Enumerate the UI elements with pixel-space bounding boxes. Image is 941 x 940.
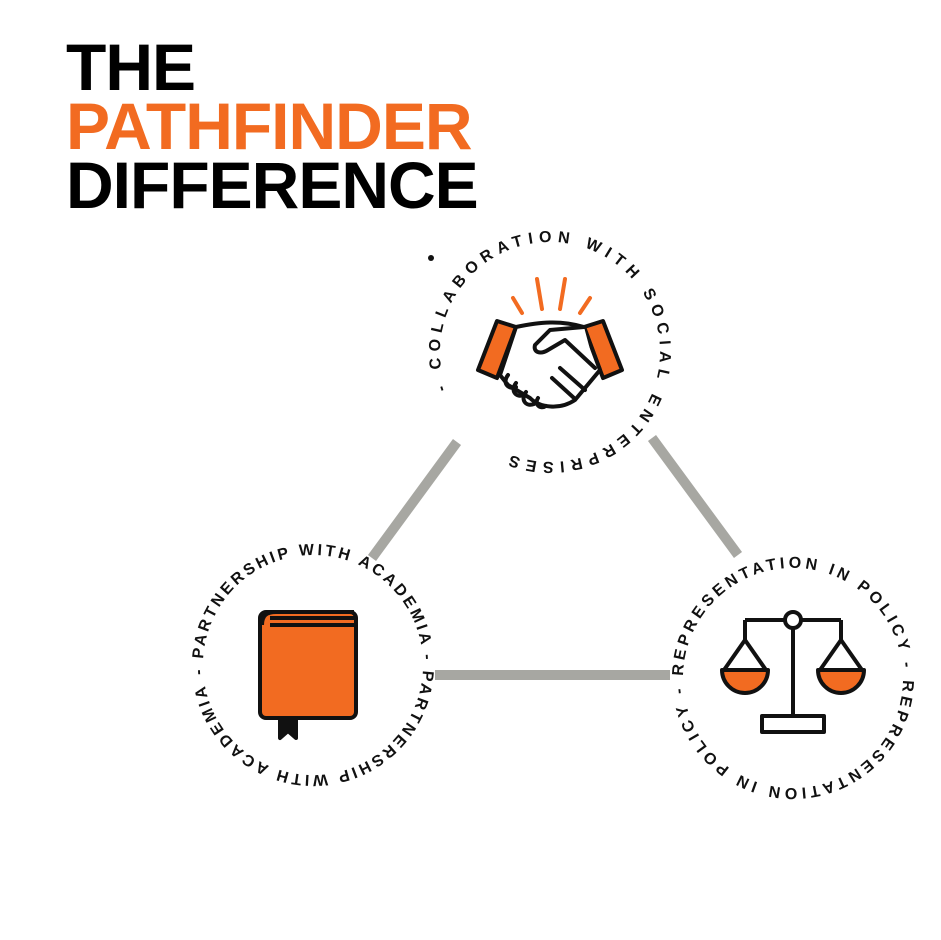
scales-icon — [720, 610, 866, 734]
node-partnership: - PARTNERSHIP WITH ACADEMIA - PARTNERSHI… — [180, 532, 447, 799]
book-icon — [258, 610, 358, 740]
connector-top-right — [647, 435, 743, 558]
node-representation: - REPRESENTATION IN POLICY - REPRESENTAT… — [654, 539, 932, 817]
title-line-2: PATHFINDER — [66, 89, 473, 163]
handshake-icon — [476, 277, 624, 410]
page-title: THE PATHFINDER DIFFERENCE — [66, 30, 479, 222]
connector-top-left — [367, 439, 462, 561]
dot-marker — [428, 255, 434, 261]
title-line-3: DIFFERENCE — [66, 148, 479, 222]
title-line-1: THE — [66, 30, 196, 104]
